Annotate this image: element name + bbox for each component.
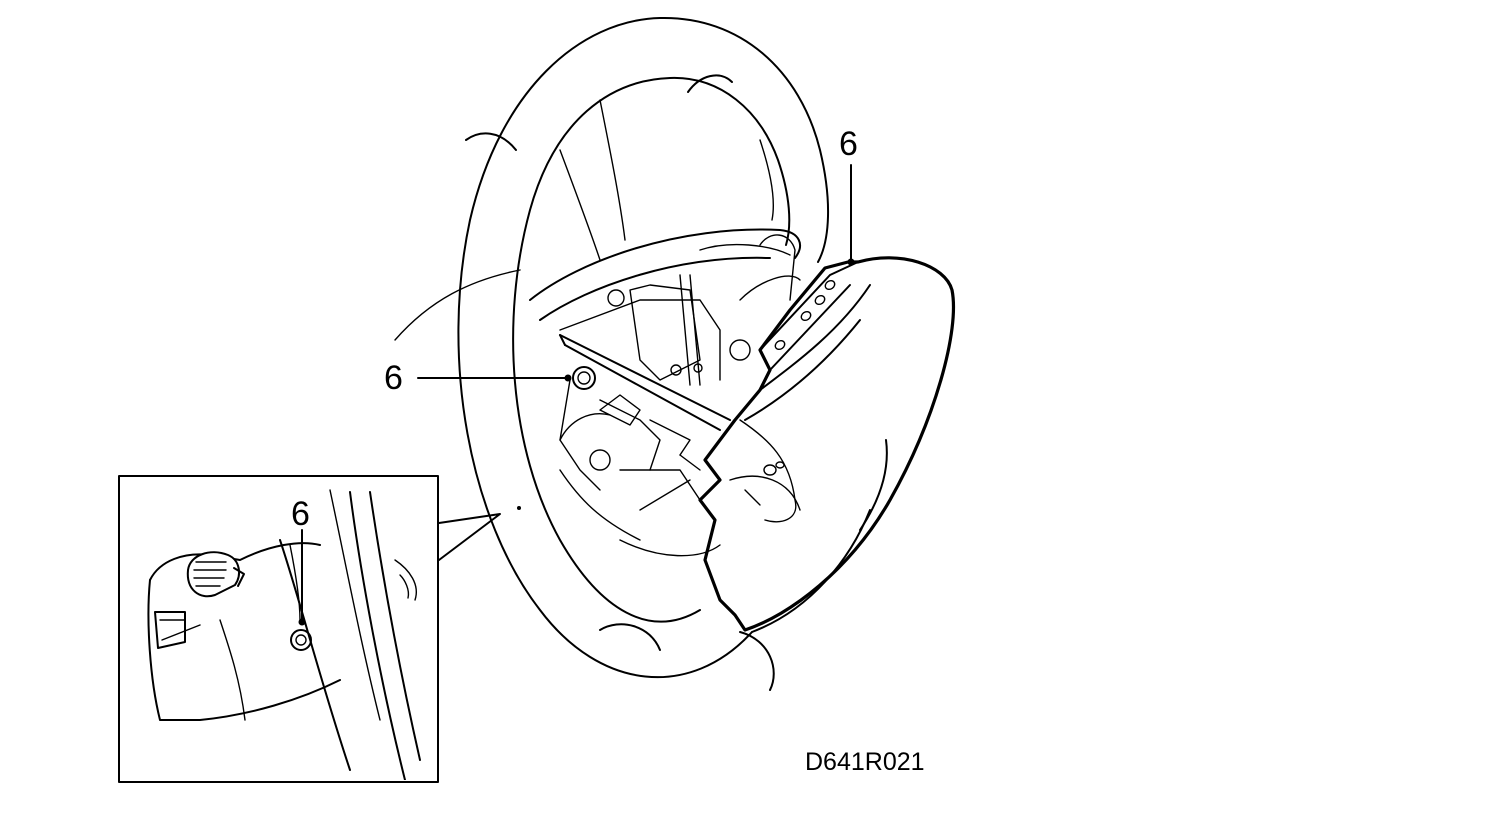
callout-6-inset: 6 <box>291 495 310 533</box>
leader-lines <box>298 164 855 626</box>
figure-code: D641R021 <box>805 748 925 776</box>
steering-wheel-rim <box>394 16 888 691</box>
screw-hub <box>572 366 596 390</box>
airbag-module <box>698 256 956 632</box>
steering-hub-internals <box>559 234 801 557</box>
airbag-bracket <box>559 334 731 456</box>
detail-inset <box>118 475 439 783</box>
callout-6-left: 6 <box>384 359 403 397</box>
callout-6-right: 6 <box>839 125 858 163</box>
